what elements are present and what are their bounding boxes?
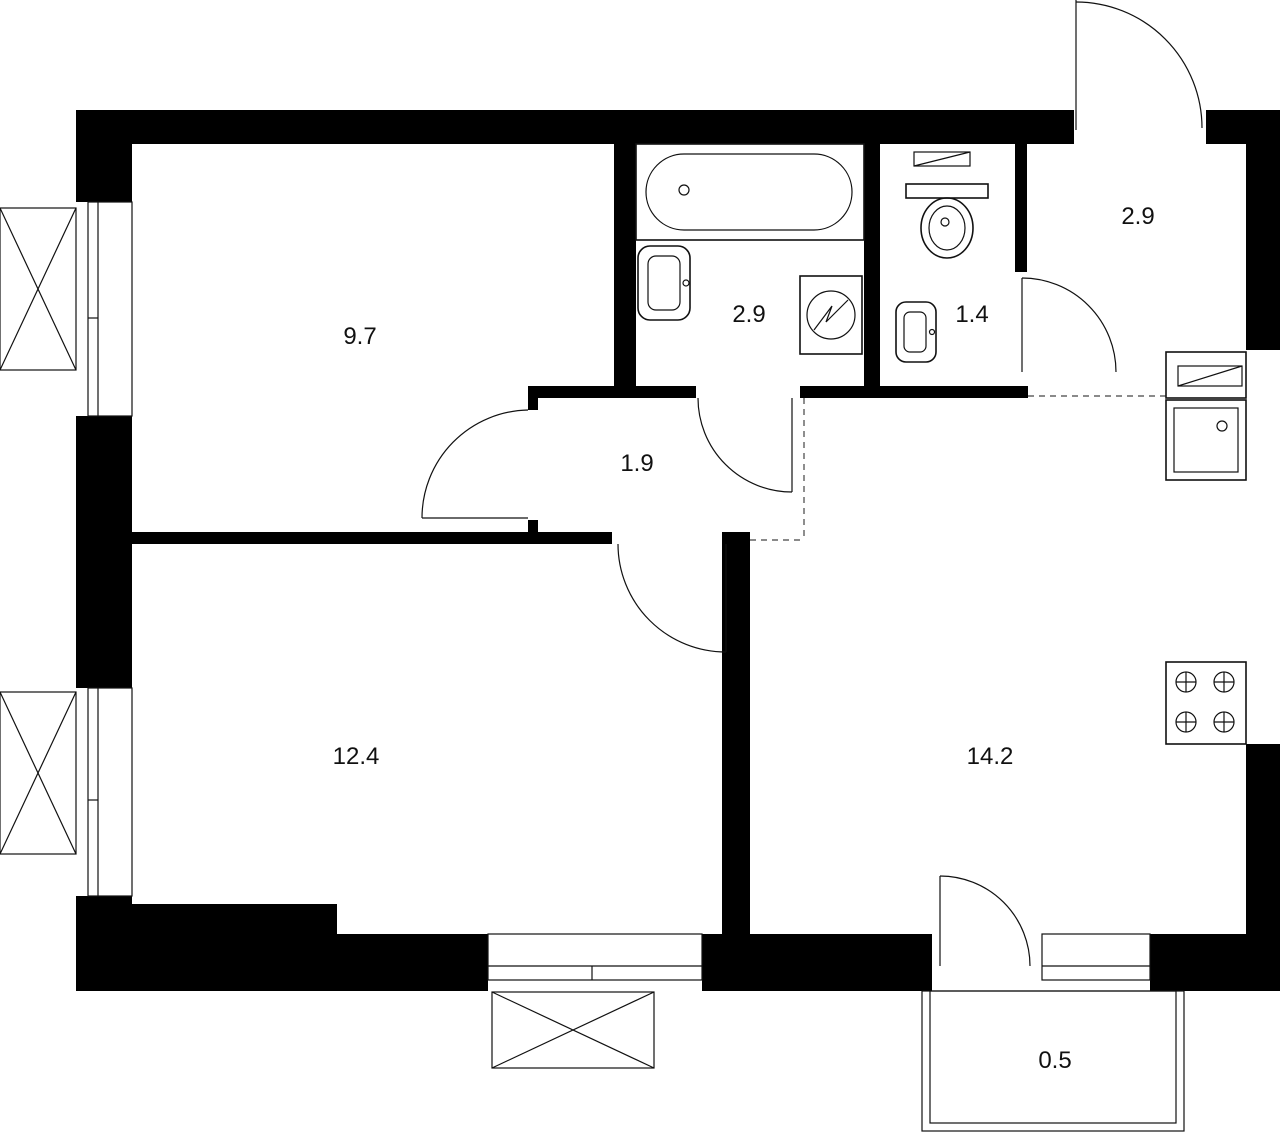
- wall-top-left: [76, 110, 1074, 144]
- room-area-corridor: 1.9: [620, 450, 653, 477]
- room-area-bedroom-large: 12.4: [333, 743, 380, 770]
- toilet-icon: [905, 183, 989, 199]
- wall-bedrooms-divider: [132, 532, 612, 544]
- kitchen-fixtures: [1165, 351, 1247, 745]
- room-labels: 9.7 2.9 1.4 2.9 1.9 12.4 14.2 0.5: [333, 203, 1155, 1074]
- toilet-fixtures: [895, 151, 989, 363]
- room-area-kitchen-living: 14.2: [967, 743, 1014, 770]
- washbasin-icon: [637, 245, 691, 321]
- wall-bath-bottom: [800, 386, 1028, 398]
- entrance-door-swing: [1075, 1, 1203, 129]
- room-area-toilet: 1.4: [955, 301, 988, 328]
- sink-icon: [1165, 399, 1247, 481]
- room-area-entry-hall: 2.9: [1121, 203, 1154, 230]
- stove-burners: [1175, 671, 1235, 733]
- counter-icon: [1165, 351, 1247, 399]
- wall-bottom-left: [76, 934, 488, 991]
- wall-bottom-right: [1150, 934, 1280, 991]
- wall-bottom-middle: [702, 934, 932, 991]
- wall-corridor-kitchen: [722, 532, 750, 934]
- bedroom-large-door-swing: [617, 543, 727, 653]
- wall-bath-left: [614, 144, 636, 386]
- room-area-balcony: 0.5: [1038, 1047, 1071, 1074]
- window-left-upper: [87, 201, 133, 417]
- bathroom-fixtures: [635, 143, 865, 355]
- ac-unit-left-lower: [0, 691, 77, 855]
- outer-walls: [76, 110, 1280, 991]
- window-bottom: [487, 933, 703, 981]
- window-kitchen: [1041, 933, 1151, 981]
- ac-unit-bottom: [491, 991, 655, 1069]
- stove-icon: [1165, 661, 1247, 745]
- wall-bath-toilet: [864, 144, 880, 386]
- room-area-bathroom: 2.9: [732, 301, 765, 328]
- ac-unit-left-upper: [0, 207, 77, 371]
- bedroom-small-door-swing: [421, 409, 529, 519]
- bathroom-door-swing: [697, 397, 793, 493]
- toilet-door-swing: [1021, 277, 1117, 373]
- bathtub-icon: [635, 143, 865, 241]
- balcony: [921, 875, 1185, 1132]
- wall-hall-left-stub-lower: [528, 520, 538, 544]
- interior-walls: [132, 144, 1028, 934]
- wall-bottom-left-pier: [132, 904, 337, 936]
- cistern-icon: [913, 151, 971, 167]
- doors: [421, 0, 1203, 653]
- wall-hall-left-stub: [528, 386, 538, 410]
- window-left-lower: [87, 687, 133, 897]
- wall-bath-pillar: [614, 386, 636, 398]
- wall-toilet-right-top: [1015, 144, 1027, 272]
- windows: [0, 201, 1151, 1069]
- room-area-bedroom-small: 9.7: [343, 323, 376, 350]
- toilet-washbasin-icon: [895, 301, 937, 363]
- balcony-door-swing: [939, 875, 1031, 967]
- washing-machine-icon: [799, 275, 863, 355]
- wall-right-upper: [1246, 110, 1280, 350]
- wall-left-top: [76, 110, 132, 202]
- wall-left-middle: [76, 416, 132, 688]
- wall-hall-bottom: [528, 386, 696, 398]
